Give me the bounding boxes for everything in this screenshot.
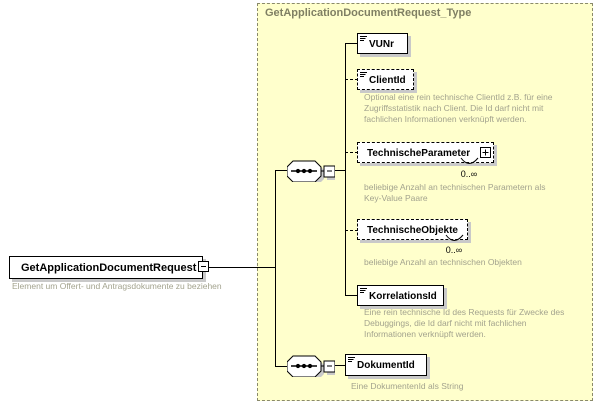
element-box-clientid[interactable]: ClientId bbox=[357, 69, 414, 90]
connector-stub-vunr bbox=[345, 43, 358, 44]
annotation-dokumentid: Eine DokumentenId als String bbox=[351, 381, 463, 392]
annotation-line: Eine rein technische Id des Requests für… bbox=[364, 307, 565, 317]
element-box-technischeobjekte[interactable]: TechnischeObjekte bbox=[357, 219, 468, 240]
element-marker-icon bbox=[348, 357, 355, 362]
complex-type-container bbox=[257, 3, 593, 401]
occurrence-technischeobjekte: 0..∞ bbox=[445, 245, 463, 255]
element-box-korrelationsid[interactable]: KorrelationsId bbox=[357, 285, 444, 306]
element-marker-icon bbox=[360, 288, 367, 293]
element-marker-icon bbox=[360, 72, 367, 77]
annotation-korrelationsid: Eine rein technische Id des Requests für… bbox=[364, 307, 564, 340]
element-box-vunr[interactable]: VUNr bbox=[357, 33, 408, 54]
root-element-annotation: Element um Offert- und Antragsdokumente … bbox=[12, 281, 222, 292]
element-label: KorrelationsId bbox=[369, 291, 437, 302]
element-label: TechnischeParameter bbox=[367, 148, 471, 159]
element-marker-icon bbox=[360, 36, 367, 41]
annotation-line: fachlichen Informationen verknüpft werde… bbox=[364, 114, 527, 124]
connector-stub-technischeobjekte bbox=[345, 230, 358, 231]
connector-stub-clientid bbox=[345, 79, 358, 80]
root-collapse-toggle[interactable] bbox=[198, 261, 209, 272]
annotation-line: Element um Offert- und Antragsdokumente … bbox=[12, 281, 222, 291]
connector-stub-technischeparameter bbox=[345, 152, 358, 153]
connector-trunk-to-sequence-1 bbox=[275, 170, 288, 171]
complex-type-title: GetApplicationDocumentRequest_Type bbox=[265, 7, 472, 19]
annotation-line: Eine DokumentenId als String bbox=[351, 381, 464, 391]
annotation-line: Optional eine rein technische ClientId z… bbox=[364, 92, 553, 102]
root-element-label: GetApplicationDocumentRequest bbox=[21, 262, 197, 274]
sequence-node-2[interactable] bbox=[286, 355, 338, 380]
sequence-node-1[interactable] bbox=[286, 160, 338, 185]
annotation-line: beliebige Anzahl an technischen Paramete… bbox=[364, 182, 546, 192]
element-box-technischeparameter[interactable]: TechnischeParameter bbox=[357, 142, 494, 163]
root-element-box[interactable]: GetApplicationDocumentRequest bbox=[9, 256, 203, 279]
annotation-line: Informationen verknüpft werden. bbox=[364, 329, 486, 339]
repeat-arc-technischeparameter bbox=[460, 157, 479, 164]
element-label: TechnischeObjekte bbox=[367, 225, 458, 236]
element-label: ClientId bbox=[369, 75, 406, 86]
occurrence-technischeparameter: 0..∞ bbox=[460, 169, 478, 179]
annotation-line: Key-Value Paare bbox=[364, 193, 428, 203]
annotation-technischeparameter: beliebige Anzahl an technischen Paramete… bbox=[364, 182, 545, 204]
connector-trunk-vertical bbox=[275, 170, 276, 366]
annotation-clientid: Optional eine rein technische ClientId z… bbox=[364, 92, 553, 125]
annotation-line: Debuggings, die Id darf nicht mit fachli… bbox=[364, 318, 527, 328]
expand-plus-icon[interactable] bbox=[480, 147, 491, 158]
element-box-dokumentid[interactable]: DokumentId bbox=[345, 354, 427, 376]
repeat-arc-technischeobjekte bbox=[445, 234, 464, 241]
annotation-line: beliebige Anzahl an technischen Objekten bbox=[364, 257, 522, 267]
connector-branch-vertical bbox=[345, 43, 346, 296]
connector-stub-dokumentid bbox=[335, 365, 345, 366]
element-label: VUNr bbox=[369, 39, 395, 50]
connector-sequence1-out bbox=[335, 170, 346, 171]
annotation-line: Zugriffsstatistik nach Client. Die Id da… bbox=[364, 103, 544, 113]
connector-trunk-to-sequence-2 bbox=[275, 366, 288, 367]
connector-stub-korrelationsid bbox=[345, 295, 358, 296]
connector-root-to-trunk bbox=[209, 267, 275, 268]
element-label: DokumentId bbox=[357, 360, 415, 371]
annotation-technischeobjekte: beliebige Anzahl an technischen Objekten bbox=[364, 257, 522, 268]
